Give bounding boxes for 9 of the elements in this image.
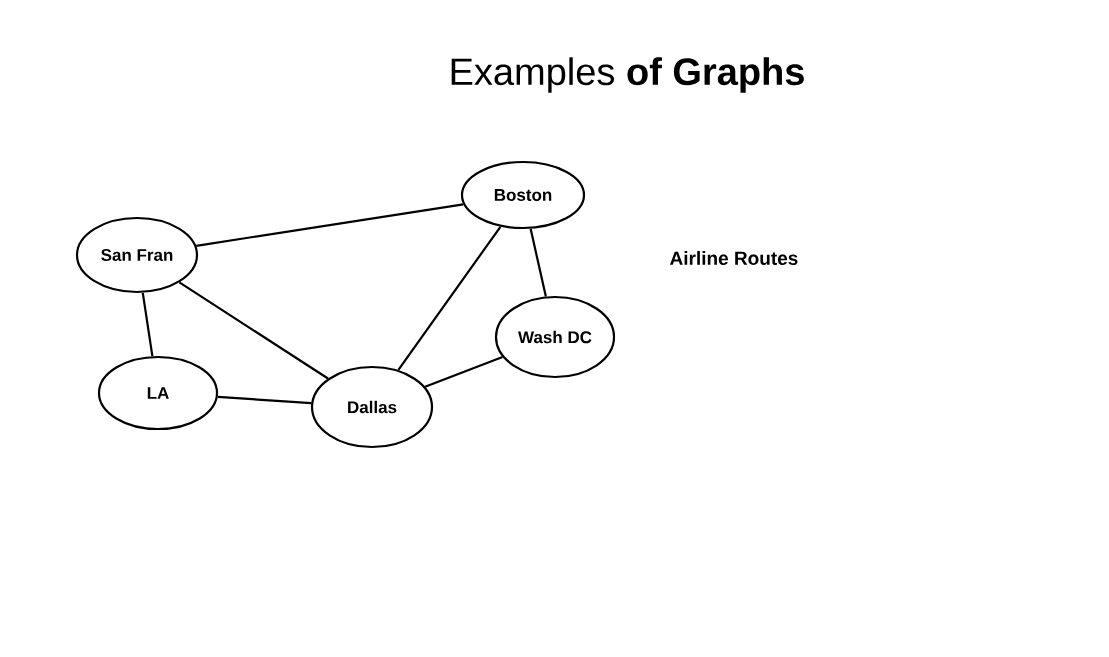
route-line: [217, 395, 312, 405]
caption-text: Airline Routes: [670, 251, 798, 265]
route-line: [424, 356, 503, 388]
route-line: [529, 228, 547, 297]
route-line: [178, 281, 329, 380]
route-line: [196, 203, 464, 247]
title: Examples of Graphs: [451, 57, 804, 93]
route-line: [397, 226, 502, 371]
route-line: [141, 292, 154, 357]
